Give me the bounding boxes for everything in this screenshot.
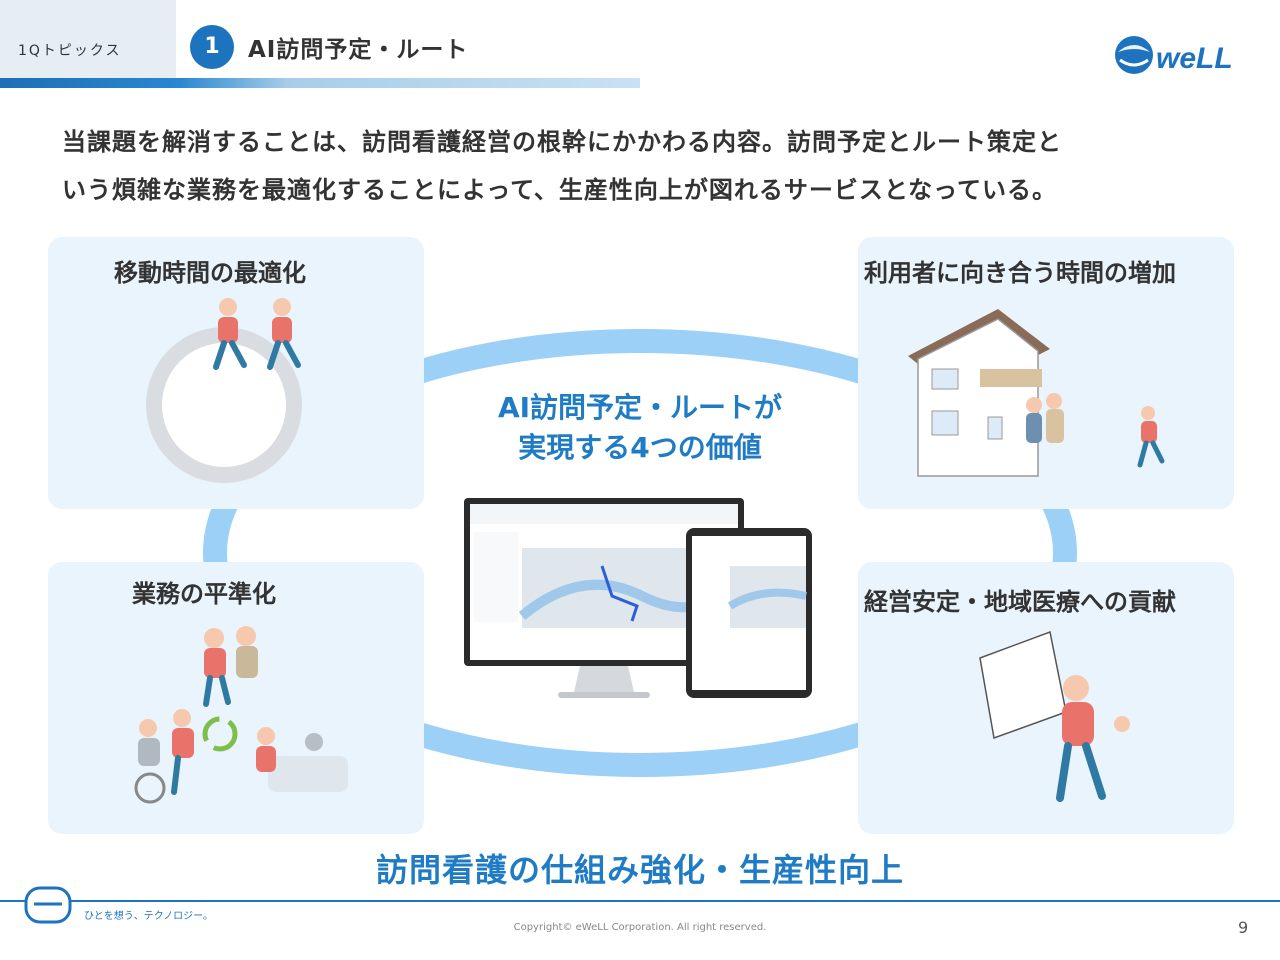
card-title: 移動時間の最適化 [114, 259, 306, 287]
center-title-line-2: 実現する4つの価値 [518, 431, 762, 464]
header-gradient-bar [0, 78, 640, 88]
copyright: Copyright© eWeLL Corporation. All right … [513, 922, 767, 933]
section-label: 1Qトピックス [18, 43, 122, 59]
card-title: 経営安定・地域医療への貢献 [864, 588, 1176, 616]
card-title: 利用者に向き合う時間の増加 [864, 259, 1176, 287]
nurse-document-illustration [979, 630, 1130, 802]
card-workload-leveling: 業務の平準化 [48, 562, 424, 834]
card-travel-time: 移動時間の最適化 [48, 237, 424, 509]
footer-slogan: ひとを想う、テクノロジー。 [84, 911, 213, 922]
nurse-circle-illustration [146, 298, 302, 483]
page-title: AI訪問予定・ルート [248, 37, 469, 63]
page-number: 9 [1238, 918, 1249, 937]
card-management-stability: 経営安定・地域医療への貢献 [858, 562, 1234, 834]
care-cycle-illustration [134, 626, 348, 804]
lead-line-2: いう煩雑な業務を最適化することによって、生産性向上が図れるサービスとなっている。 [62, 176, 1057, 204]
card-patient-time: 利用者に向き合う時間の増加 [858, 237, 1234, 509]
center-title: AI訪問予定・ルートが 実現する4つの価値 [440, 388, 840, 468]
app-devices-illustration [464, 498, 812, 698]
logo-text: weLL [1156, 42, 1233, 75]
topic-number-badge: 1 [190, 25, 234, 69]
house-illustration [908, 309, 1165, 477]
ewell-logo-icon: weLL [1115, 36, 1233, 75]
lead-paragraph: 当課題を解消することは、訪問看護経営の根幹にかかわる内容。訪問予定とルート策定と… [62, 118, 1232, 214]
card-title: 業務の平準化 [132, 580, 276, 608]
footer-e-mark-icon [24, 886, 72, 924]
bottom-tagline: 訪問看護の仕組み強化・生産性向上 [375, 851, 904, 889]
footer-line [0, 900, 1280, 902]
section-tab [0, 0, 176, 88]
lead-line-1: 当課題を解消することは、訪問看護経営の根幹にかかわる内容。訪問予定とルート策定と [62, 128, 1062, 156]
center-title-line-1: AI訪問予定・ルートが [497, 391, 783, 424]
